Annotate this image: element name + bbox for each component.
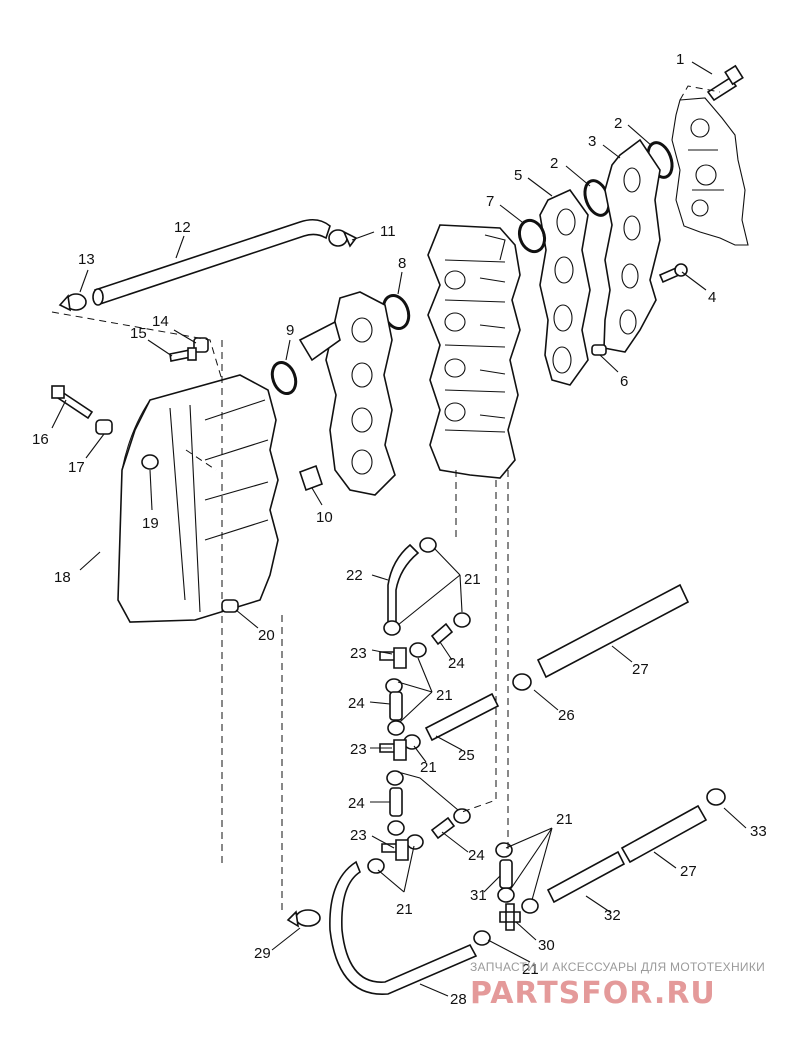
fitting-31: [499, 859, 513, 889]
callout-27b: 27: [680, 863, 697, 880]
callout-4: 4: [708, 289, 716, 306]
callout-3: 3: [588, 133, 596, 150]
carburetor-assembly: [427, 224, 521, 479]
callout-23c: 23: [350, 827, 367, 844]
hose-27-lower: [620, 804, 708, 864]
inner-plate-5: [539, 189, 591, 386]
hose-27-upper: [536, 583, 690, 679]
callout-2a: 2: [614, 115, 622, 132]
nut-14: [193, 337, 209, 353]
callout-33: 33: [750, 823, 767, 840]
hose-20: [221, 599, 239, 613]
callout-13: 13: [78, 251, 95, 268]
callout-21a: 21: [464, 571, 481, 588]
callout-1: 1: [676, 51, 684, 68]
dowel-pin-6: [591, 344, 607, 356]
callout-6: 6: [620, 373, 628, 390]
callout-32: 32: [604, 907, 621, 924]
callout-25: 25: [458, 747, 475, 764]
callout-21e: 21: [556, 811, 573, 828]
watermark-caption: ЗАПЧАСТИ И АКСЕССУАРЫ ДЛЯ МОТОТЕХНИКИ: [470, 960, 766, 974]
callout-24b: 24: [348, 695, 365, 712]
hose-12: [92, 218, 331, 306]
fittings-23-24: [379, 622, 456, 861]
callout-24a: 24: [448, 655, 465, 672]
intake-manifold: [298, 291, 396, 496]
exhaust-cover-3: [603, 138, 661, 353]
clamp-11: [328, 229, 358, 248]
o-ring-9: [270, 361, 298, 395]
callout-31: 31: [470, 887, 487, 904]
engine-block-fragment: [671, 97, 749, 246]
leader-lines: [51, 61, 747, 997]
callout-labels: 1 2 2 3 4 5 6 7 8 9 10 11 12 13 14 15 16…: [32, 51, 767, 1008]
callout-21c: 21: [420, 759, 437, 776]
callout-26: 26: [558, 707, 575, 724]
callout-15: 15: [130, 325, 147, 342]
callout-5: 5: [514, 167, 522, 184]
hose-25: [424, 692, 500, 742]
hose-22: [387, 543, 420, 626]
callout-7: 7: [486, 193, 494, 210]
grommet-10: [298, 464, 324, 492]
callout-29: 29: [254, 945, 271, 962]
intake-silencer-18: [117, 374, 279, 623]
callout-28: 28: [450, 991, 467, 1008]
clamp-29: [286, 909, 321, 928]
hose-32: [546, 850, 626, 904]
bolt-1: [706, 64, 744, 102]
clamp-group-21: [367, 537, 539, 946]
callout-18: 18: [54, 569, 71, 586]
hose-28: [329, 860, 478, 995]
callout-30: 30: [538, 937, 555, 954]
screw-15: [169, 347, 197, 362]
callout-19: 19: [142, 515, 159, 532]
callout-20: 20: [258, 627, 275, 644]
callout-27a: 27: [632, 661, 649, 678]
callout-21b: 21: [436, 687, 453, 704]
fitting-30: [499, 903, 521, 931]
callout-22: 22: [346, 567, 363, 584]
callout-14: 14: [152, 313, 169, 330]
callout-10: 10: [316, 509, 333, 526]
callout-8: 8: [398, 255, 406, 272]
watermark-logo: PARTSFOR.RU: [470, 976, 716, 1011]
callout-23a: 23: [350, 645, 367, 662]
o-ring-7: [517, 218, 547, 254]
callout-12: 12: [174, 219, 191, 236]
callout-2b: 2: [550, 155, 558, 172]
clamp-26: [512, 673, 532, 691]
callout-11: 11: [380, 223, 396, 240]
watermark: ЗАПЧАСТИ И АКСЕССУАРЫ ДЛЯ МОТОТЕХНИКИ PA…: [470, 960, 790, 1011]
grommet-17: [95, 419, 113, 435]
assembly-lines: [51, 85, 721, 910]
callout-21d: 21: [396, 901, 413, 918]
clamp-33: [706, 788, 726, 806]
clamp-19: [141, 454, 159, 470]
callout-24d: 24: [468, 847, 485, 864]
callout-24c: 24: [348, 795, 365, 812]
bolt-16: [51, 385, 94, 420]
callout-9: 9: [286, 322, 294, 339]
clamp-13: [58, 293, 87, 312]
callout-23b: 23: [350, 741, 367, 758]
callout-16: 16: [32, 431, 49, 448]
callout-21f: 21: [522, 961, 539, 978]
callout-17: 17: [68, 459, 85, 476]
